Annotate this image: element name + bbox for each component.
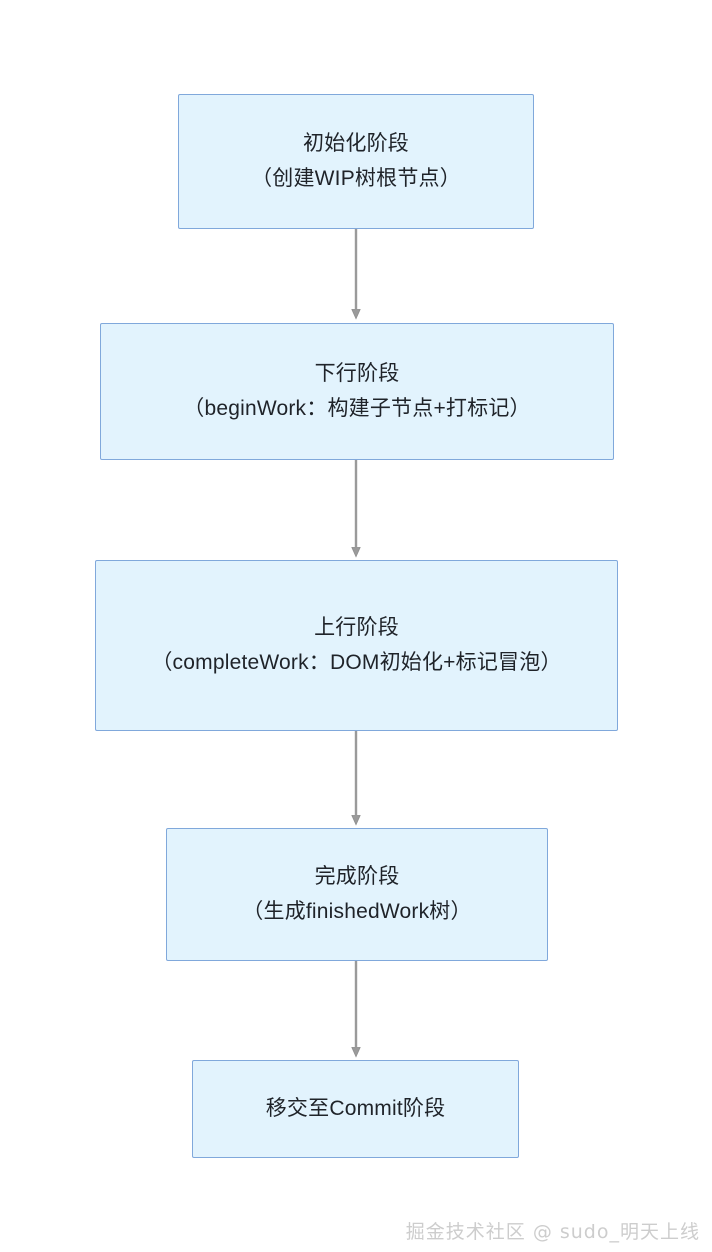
node-label-line: 完成阶段 (314, 865, 400, 889)
node-init-phase[interactable]: 初始化阶段 （创建WIP树根节点） (178, 94, 534, 229)
node-ascend-phase[interactable]: 上行阶段 （completeWork：DOM初始化+标记冒泡） (95, 560, 618, 731)
node-descend-phase[interactable]: 下行阶段 （beginWork：构建子节点+打标记） (100, 323, 614, 460)
watermark-text: 掘金技术社区 @ sudo_明天上线 (405, 1221, 700, 1243)
node-label-line: （completeWork：DOM初始化+标记冒泡） (151, 650, 562, 674)
node-label-line: 下行阶段 (314, 362, 400, 386)
node-label-line: 初始化阶段 (303, 132, 409, 156)
node-label-line: （生成finishedWork树） (242, 899, 472, 923)
node-label-line: 移交至Commit阶段 (265, 1096, 446, 1120)
node-label-line: 上行阶段 (314, 616, 399, 640)
node-complete-phase[interactable]: 完成阶段 （生成finishedWork树） (166, 828, 548, 961)
node-label-line: （创建WIP树根节点） (251, 166, 461, 190)
node-label-line: （beginWork：构建子节点+打标记） (183, 396, 531, 420)
node-handoff-commit[interactable]: 移交至Commit阶段 (192, 1060, 519, 1158)
